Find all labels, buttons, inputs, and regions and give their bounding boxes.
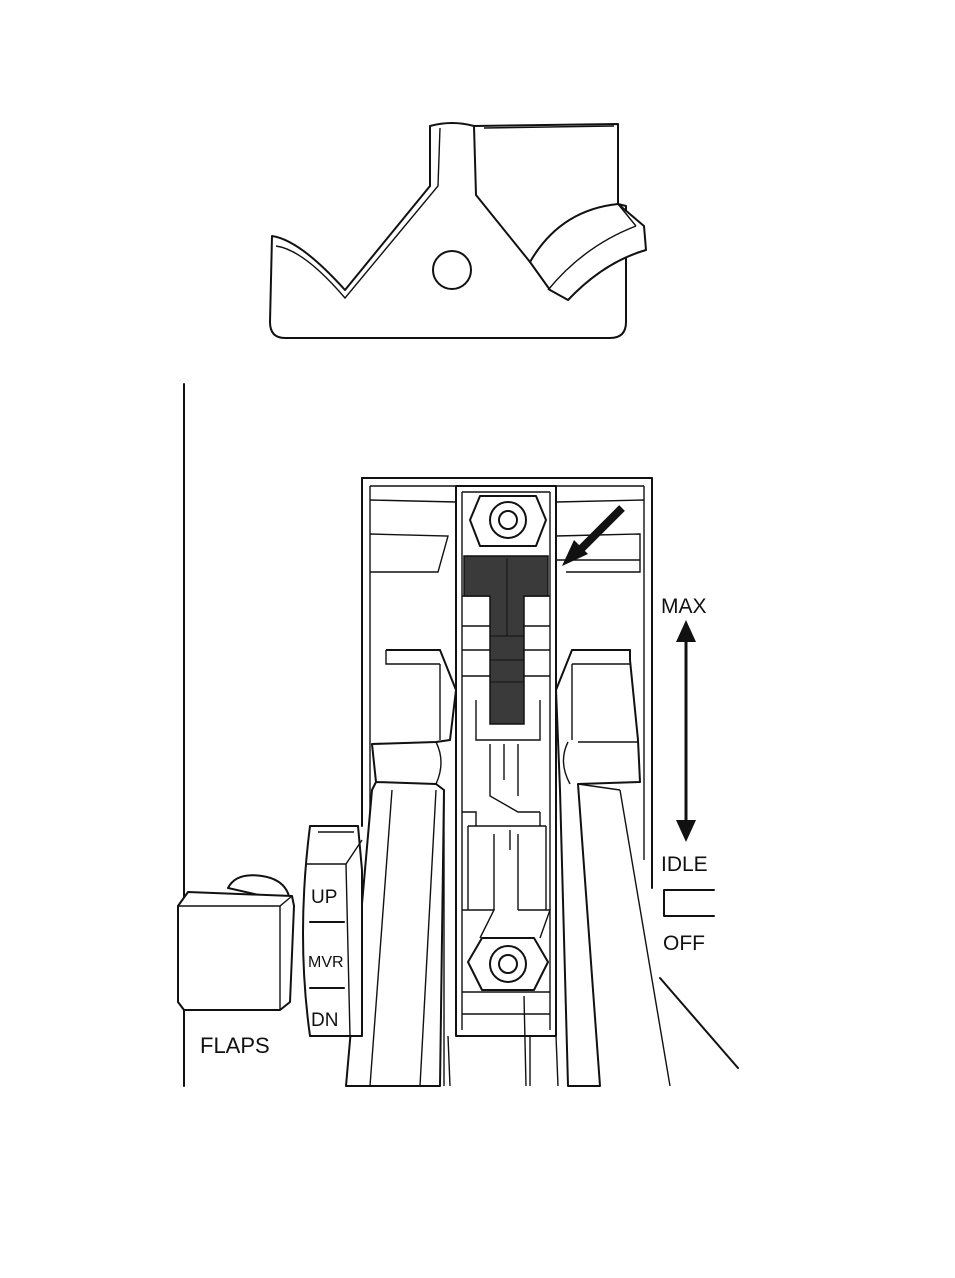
arrow-icon — [562, 508, 622, 566]
detent-cam-piece — [270, 123, 646, 338]
panel-diagonal-edge — [660, 978, 738, 1068]
label-flap-dn: DN — [311, 1010, 338, 1031]
flaps-lever-knob[interactable] — [178, 875, 294, 1010]
label-max: MAX — [661, 595, 707, 618]
label-flap-up: UP — [311, 887, 337, 908]
label-idle: IDLE — [661, 853, 708, 876]
label-off: OFF — [663, 932, 705, 955]
double-arrow-icon — [676, 620, 696, 842]
label-flap-mvr: MVR — [308, 954, 344, 971]
off-detent-bracket — [664, 890, 714, 916]
label-flaps: FLAPS — [200, 1033, 270, 1058]
center-slot — [456, 486, 556, 1036]
flaps-selector — [303, 826, 362, 1036]
